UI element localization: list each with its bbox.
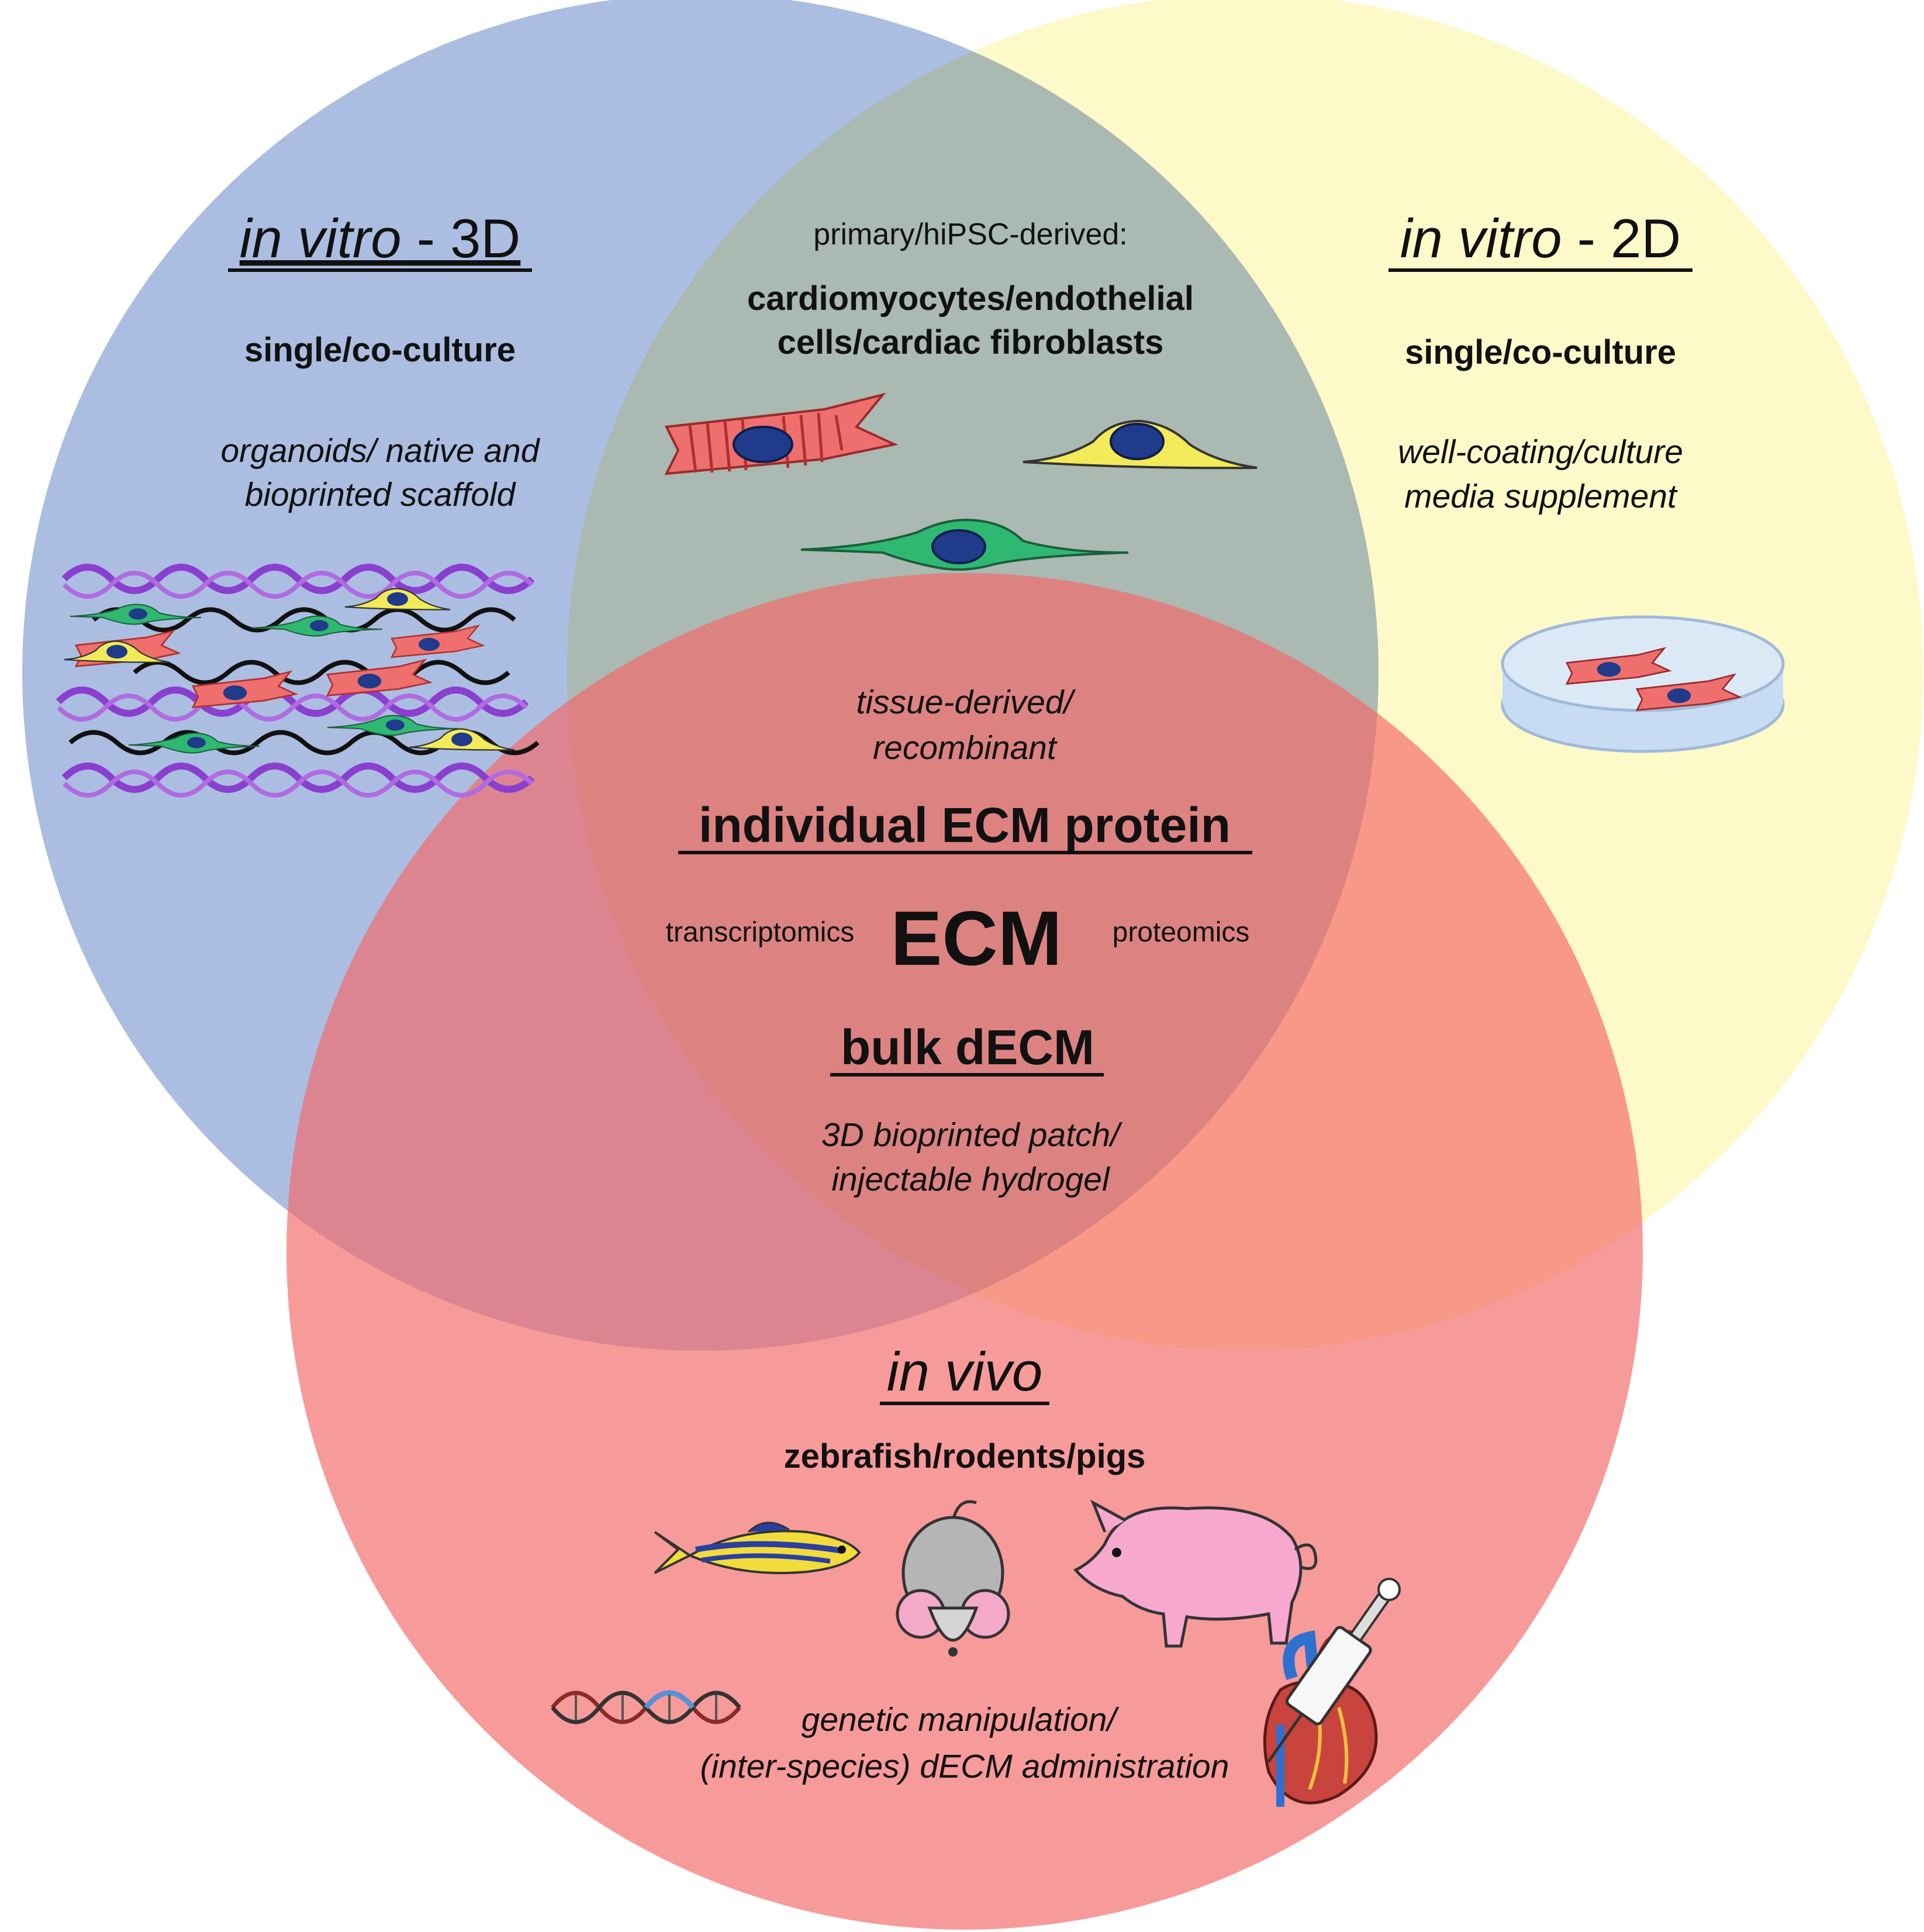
dna-helix-icon (551, 1690, 741, 1724)
cell-source-label: primary/hiPSC-derived: (813, 218, 1128, 251)
cell-types-line2: cells/cardiac fibroblasts (778, 323, 1164, 361)
in-vitro-3d-application-line2: bioprinted scaffold (245, 476, 517, 513)
in-vitro-2d-application-line1: well-coating/culture (1398, 433, 1683, 471)
center-ecm-section: tissue-derived/ recombinant individual E… (666, 684, 1252, 1198)
shared-in-vitro-section: primary/hiPSC-derived: cardiomyocytes/en… (665, 218, 1258, 571)
in-vitro-3d-section: in vitro - 3D single/co-culture organoid… (56, 208, 541, 798)
zebrafish-icon (654, 1522, 861, 1575)
in-vitro-3d-culture: single/co-culture (244, 331, 516, 369)
decm-use-line1: 3D bioprinted patch/ (821, 1116, 1122, 1154)
proteomics-label: proteomics (1113, 917, 1250, 948)
petri-dish-icon (1501, 615, 1785, 753)
fibroblast-cell-icon (800, 519, 1129, 571)
in-vitro-2d-title: in vitro - 2D (1400, 208, 1681, 269)
ecm-core-label: ECM (890, 895, 1062, 981)
transcriptomics-label: transcriptomics (666, 917, 855, 948)
cell-types-line1: cardiomyocytes/endothelial (747, 280, 1194, 318)
in-vivo-application-line2: (inter-species) dECM administration (700, 1748, 1229, 1785)
decm-use-line2: injectable hydrogel (831, 1161, 1110, 1198)
ecm-origin-line1: tissue-derived/ (856, 684, 1076, 721)
circle-in-vivo (286, 573, 1643, 1930)
in-vitro-2d-culture: single/co-culture (1405, 333, 1676, 371)
cardiomyocyte-cell-icon (665, 394, 896, 475)
in-vitro-2d-application-line2: media supplement (1404, 478, 1678, 515)
in-vivo-title: in vivo (887, 1341, 1042, 1402)
mouse-icon (896, 1500, 1010, 1657)
in-vitro-3d-title: in vitro - 3D (240, 208, 521, 269)
bulk-decm-label: bulk dECM (841, 1020, 1094, 1075)
in-vivo-application-line1: genetic manipulation/ (802, 1701, 1120, 1738)
pig-icon (1073, 1499, 1318, 1648)
in-vitro-3d-application-line1: organoids/ native and (220, 432, 540, 470)
syringe-icon (1267, 1578, 1401, 1763)
in-vivo-models: zebrafish/rodents/pigs (784, 1437, 1146, 1475)
ecm-origin-line2: recombinant (873, 729, 1058, 767)
individual-ecm-protein-label: individual ECM protein (699, 798, 1231, 853)
endothelial-cell-icon (1022, 420, 1258, 470)
scaffold-fibers-icon (56, 564, 540, 798)
in-vitro-2d-section: in vitro - 2D single/co-culture well-coa… (1388, 208, 1785, 753)
venn-circles (22, 0, 1923, 1930)
in-vivo-section: in vivo zebrafish/rodents/pigs (551, 1341, 1401, 1807)
